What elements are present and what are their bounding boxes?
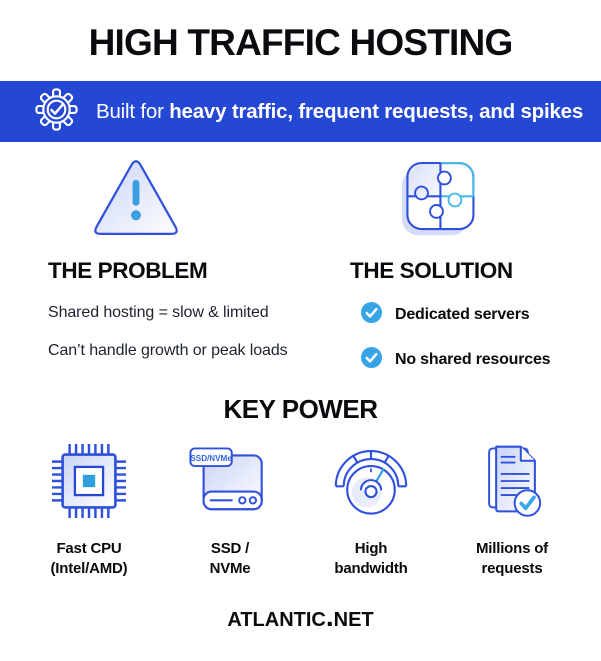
solution-column: THE SOLUTION Dedicated servers [340,156,601,374]
banner-text: Built for heavy traffic, frequent reques… [96,100,583,124]
problem-column: THE PROBLEM Shared hosting = slow & limi… [48,156,340,374]
puzzle-icon [396,156,484,242]
atlantic-net-logo: atlantic.net [227,600,374,632]
problem-heading: THE PROBLEM [48,258,208,283]
feature-label: Fast CPU (Intel/AMD) [50,540,128,578]
solution-item: No shared resources [350,346,601,374]
solution-list: Dedicated servers No shared resources [350,301,601,374]
ssd-badge-text: SSD/NVMe [190,454,232,463]
feature-fast-cpu: Fast CPU (Intel/AMD) [22,437,156,580]
solution-item: Dedicated servers [350,301,601,329]
problem-solution-section: THE PROBLEM Shared hosting = slow & limi… [0,142,601,374]
solution-item-label: Dedicated servers [395,306,530,323]
feature-label: High bandwidth [334,540,408,578]
problem-item: Shared hosting = slow & limited [48,304,269,321]
ssd-drive-icon: SSD/NVMe [189,447,263,511]
check-circle-icon [360,301,383,329]
gear-check-icon [34,87,79,137]
key-power-features: Fast CPU (Intel/AMD) SSD/NVMe SSD / NVMe [0,425,601,580]
cpu-chip-icon [52,444,126,518]
feature-high-bandwidth: High bandwidth [304,437,438,580]
solution-item-label: No shared resources [395,351,551,368]
documents-check-icon [488,445,542,517]
check-circle-icon [360,346,383,374]
page-title: HIGH TRAFFIC HOSTING [88,22,514,63]
banner-prefix: Built for [96,99,164,123]
banner-highlight: heavy traffic, frequent requests, and sp… [169,99,584,123]
warning-triangle-icon [88,156,184,242]
solution-heading: THE SOLUTION [350,258,513,283]
key-power-heading: KEY POWER [223,394,378,424]
feature-millions-requests: Millions of requests [445,437,579,580]
speed-gauge-icon [334,450,408,515]
feature-ssd-nvme: SSD/NVMe SSD / NVMe [163,437,297,580]
feature-label: Millions of requests [476,540,548,578]
feature-label: SSD / NVMe [209,540,251,578]
problem-item: Can’t handle growth or peak loads [48,342,288,359]
highlight-banner: Built for heavy traffic, frequent reques… [0,81,601,142]
